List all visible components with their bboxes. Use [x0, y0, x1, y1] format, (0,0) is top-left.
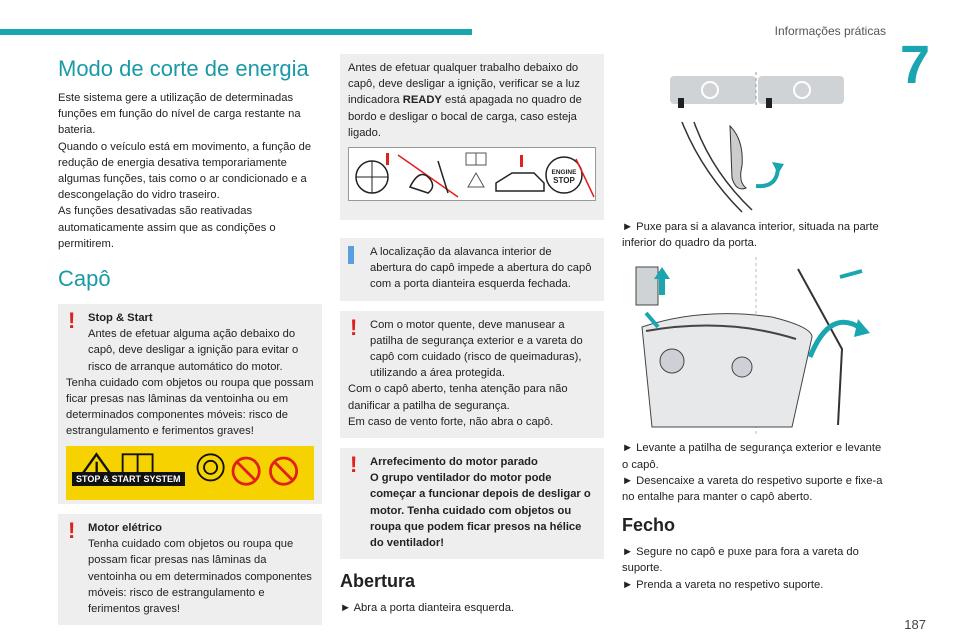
chapter-number: 7: [899, 35, 930, 95]
step-remove-rod: ► Segure no capô e puxe para fora a vare…: [622, 546, 859, 575]
step-secure-rod: ► Prenda a vareta no respetivo suporte.: [622, 578, 824, 591]
engine-label: ENGINE: [552, 169, 578, 176]
title-bonnet: Capô: [58, 266, 111, 292]
title-opening: Abertura: [340, 571, 416, 592]
stop-start-warning-box: ! Stop & Start Antes de efetuar alguma a…: [58, 304, 322, 505]
ready-warning-box: Antes de efetuar qualquer trabalho debai…: [340, 54, 604, 220]
safety-pictograms: ENGINE STOP: [348, 147, 596, 202]
stop-label: STOP: [553, 176, 575, 185]
electric-motor-warning-box: ! Motor elétrico Tenha cuidado com objet…: [58, 514, 322, 626]
column-1: Modo de corte de energia Este sistema ge…: [58, 56, 322, 635]
column-3: ► Puxe para si a alavanca interior, situ…: [622, 62, 884, 593]
box-text: Tenha cuidado com objetos ou roupa que p…: [66, 376, 314, 438]
stop-start-system-label: STOP & START SYSTEM: [72, 472, 185, 487]
step-pull-lever: ► Puxe para si a alavanca interior, situ…: [622, 221, 879, 250]
warning-icon: !: [350, 314, 358, 340]
box-text: Antes de efetuar alguma ação debaixo do …: [88, 328, 299, 373]
stop-start-pictograms-icon: [75, 451, 299, 486]
box-text: Tenha cuidado com objetos ou roupa que p…: [88, 538, 312, 616]
box-text: Antes de efetuar qualquer trabalho debai…: [348, 60, 596, 141]
box-heading: Stop & Start: [88, 312, 153, 325]
info-icon: [348, 246, 354, 264]
paragraph: Este sistema gere a utilização de determ…: [58, 92, 301, 137]
step-raise-bonnet: ► Levante a patilha de segurança exterio…: [622, 442, 882, 471]
box-text: Em caso de vento forte, não abra o capô.: [348, 415, 554, 428]
info-box: A localização da alavanca interior de ab…: [340, 238, 604, 301]
box-text-part: Antes de efetuar qualquer trabalho debai…: [348, 62, 580, 107]
section-title: Informações práticas: [774, 24, 886, 38]
box-text: A localização da alavanca interior de ab…: [370, 246, 592, 291]
step-prop-rod: ► Desencaixe a vareta do respetivo supor…: [622, 474, 883, 504]
box-text: O grupo ventilador do motor pode começar…: [370, 472, 591, 550]
ready-indicator-text: READY: [402, 94, 442, 107]
warning-icon: !: [350, 452, 358, 478]
box-text-part: está apagada no quadro de bordo e deslig…: [348, 94, 582, 139]
page-number: 187: [904, 617, 926, 632]
column-2: Antes de efetuar qualquer trabalho debai…: [340, 54, 604, 616]
header-accent-bar: [0, 29, 472, 35]
box-text: Com o capô aberto, tenha atenção para nã…: [348, 383, 568, 412]
bonnet-open-illustration: [635, 257, 870, 436]
warning-icon: !: [68, 308, 76, 334]
hot-engine-warning-box: ! Com o motor quente, deve manusear a pa…: [340, 310, 604, 439]
paragraph: Quando o veículo está em movimento, a fu…: [58, 140, 312, 202]
step-open-door: ► Abra a porta dianteira esquerda.: [340, 602, 515, 615]
hazard-pictograms-icon: ENGINE STOP: [348, 147, 596, 202]
box-text: Com o motor quente, deve manusear a pati…: [370, 318, 583, 380]
box-heading: Motor elétrico: [88, 522, 162, 535]
engine-cooling-warning-box: ! Arrefecimento do motor parado O grupo …: [340, 448, 604, 560]
warning-icon: !: [68, 518, 76, 544]
title-energy-mode: Modo de corte de energia: [58, 56, 309, 81]
interior-lever-illustration: [670, 72, 844, 213]
paragraph: As funções desativadas são reativadas au…: [58, 205, 276, 250]
title-closing: Fecho: [622, 515, 676, 536]
box-heading: Arrefecimento do motor parado: [370, 456, 538, 469]
